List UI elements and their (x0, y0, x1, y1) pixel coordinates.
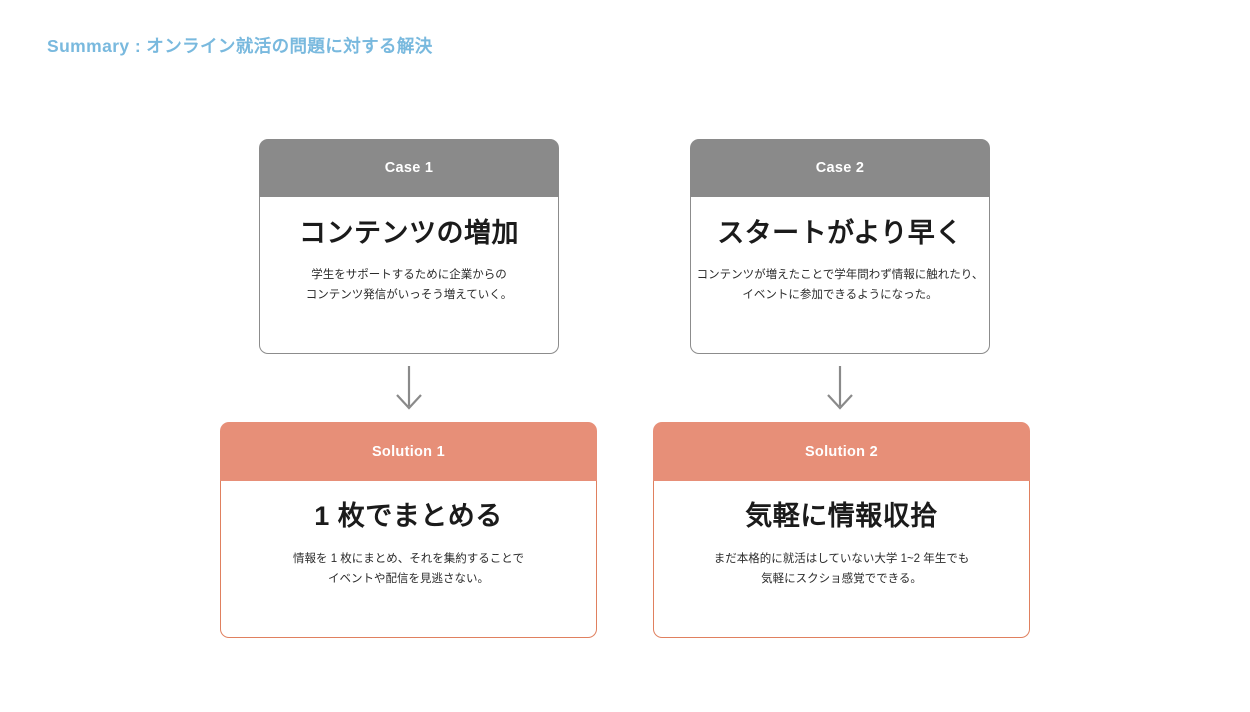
case-2-body: スタートがより早く コンテンツが増えたことで学年問わず情報に触れたり、 イベント… (690, 197, 990, 354)
case-1-description-line-2: コンテンツ発信がいっそう増えていく。 (305, 288, 513, 301)
arrow-down-icon (389, 365, 429, 411)
solution-2-body: 気軽に情報収拾 まだ本格的に就活はしていない大学 1~2 年生でも 気軽にスクシ… (653, 481, 1030, 638)
case-1-description-line-1: 学生をサポートするために企業からの (311, 268, 507, 281)
case-2-heading: スタートがより早く (717, 218, 963, 248)
solution-1-heading: 1 枚でまとめる (314, 501, 503, 531)
case-1-card: Case 1 コンテンツの増加 学生をサポートするために企業からの コンテンツ発… (259, 139, 559, 354)
arrow-down-icon (820, 365, 860, 411)
solution-2-description-line-1: まだ本格的に就活はしていない大学 1~2 年生でも (713, 552, 970, 565)
solution-2-description: まだ本格的に就活はしていない大学 1~2 年生でも 気軽にスクショ感覚でできる。 (714, 549, 970, 590)
solution-2-description-line-2: 気軽にスクショ感覚でできる。 (761, 573, 922, 586)
solution-1-card: Solution 1 1 枚でまとめる 情報を 1 枚にまとめ、それを集約するこ… (220, 422, 597, 638)
case-2-header: Case 2 (690, 139, 990, 197)
case-1-label: Case 1 (384, 160, 434, 176)
case-1-header: Case 1 (259, 139, 559, 197)
solution-1-description: 情報を 1 枚にまとめ、それを集約することで イベントや配信を見逃さない。 (293, 549, 524, 590)
page-title: Summary : オンライン就活の問題に対する解決 (47, 36, 433, 56)
solution-1-label: Solution 1 (371, 443, 446, 460)
solution-1-description-line-2: イベントや配信を見逃さない。 (327, 573, 489, 586)
case-1-description: 学生をサポートするために企業からの コンテンツ発信がいっそう増えていく。 (306, 265, 512, 305)
case-1-heading: コンテンツの増加 (299, 218, 519, 248)
case-2-description: コンテンツが増えたことで学年問わず情報に触れたり、 イベントに参加できるようにな… (697, 265, 984, 305)
solution-2-header: Solution 2 (653, 422, 1030, 481)
solution-2-heading: 気軽に情報収拾 (745, 501, 938, 531)
solution-1-description-line-1: 情報を 1 枚にまとめ、それを集約することで (293, 552, 524, 565)
solution-1-body: 1 枚でまとめる 情報を 1 枚にまとめ、それを集約することで イベントや配信を… (220, 481, 597, 638)
case-2-description-line-2: イベントに参加できるようになった。 (742, 288, 938, 301)
case-2-card: Case 2 スタートがより早く コンテンツが増えたことで学年問わず情報に触れた… (690, 139, 990, 354)
solution-2-card: Solution 2 気軽に情報収拾 まだ本格的に就活はしていない大学 1~2 … (653, 422, 1030, 638)
case-2-label: Case 2 (815, 160, 865, 176)
case-2-description-line-1: コンテンツが増えたことで学年問わず情報に触れたり、 (696, 268, 984, 281)
case-1-body: コンテンツの増加 学生をサポートするために企業からの コンテンツ発信がいっそう増… (259, 197, 559, 354)
solution-1-header: Solution 1 (220, 422, 597, 481)
solution-2-label: Solution 2 (804, 443, 879, 460)
